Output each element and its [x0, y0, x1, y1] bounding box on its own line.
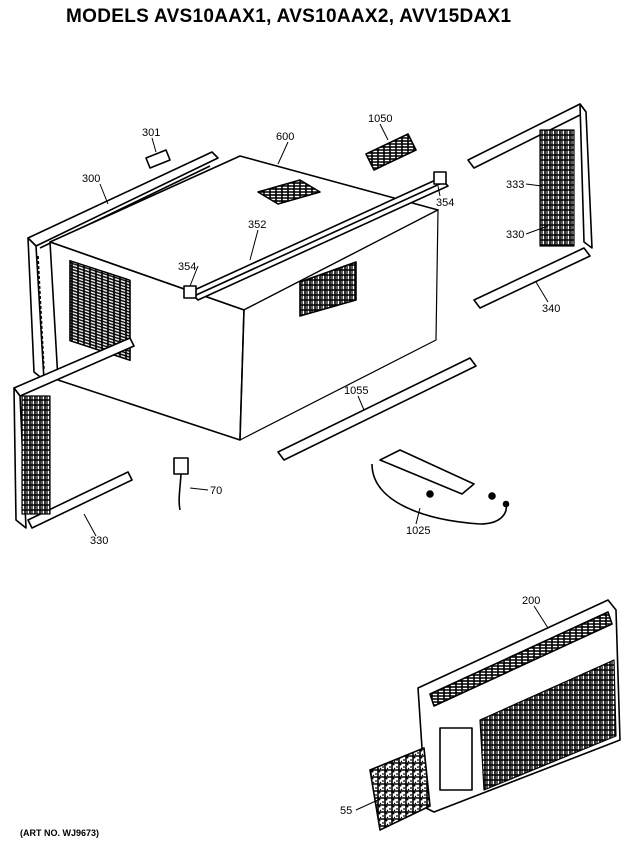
part-label: 600 — [276, 131, 294, 143]
part-label: 330 — [90, 535, 108, 547]
art-number: (ART NO. WJ9673) — [20, 828, 100, 838]
right-frame-330 — [467, 103, 593, 309]
leader-lines — [83, 123, 549, 811]
cabinet-600 — [49, 155, 439, 441]
part-label: 354 — [178, 261, 196, 273]
top-rail-352 — [183, 171, 449, 301]
bottom-rail-1055 — [277, 357, 477, 461]
part-label: 55 — [340, 805, 352, 817]
part-label: 330 — [506, 229, 524, 241]
part-label: 340 — [542, 303, 560, 315]
rail-cap-354-right — [433, 171, 447, 185]
front-grille-200 — [417, 599, 621, 813]
label-plate-301 — [145, 149, 171, 169]
part-label: 1050 — [368, 113, 392, 125]
part-label: 301 — [142, 127, 160, 139]
part-label: 1025 — [406, 525, 430, 537]
rail-cap-354-left — [183, 285, 197, 299]
part-labels: 301 300 600 1050 354 352 354 333 330 340… — [82, 113, 560, 817]
bracket-1025 — [371, 449, 510, 525]
part-label: 300 — [82, 173, 100, 185]
part-label: 200 — [522, 595, 540, 607]
part-label: 354 — [436, 197, 454, 209]
part-label: 1055 — [344, 385, 368, 397]
air-filter-55 — [369, 747, 431, 831]
part-label: 70 — [210, 485, 222, 497]
part-label: 352 — [248, 219, 266, 231]
top-grille-1050 — [365, 133, 417, 171]
diagram-title: MODELS AVS10AAX1, AVS10AAX2, AVV15DAX1 — [66, 6, 512, 27]
part-label: 333 — [506, 179, 524, 191]
left-frame-330 — [13, 337, 135, 529]
power-cord-70 — [173, 457, 189, 511]
